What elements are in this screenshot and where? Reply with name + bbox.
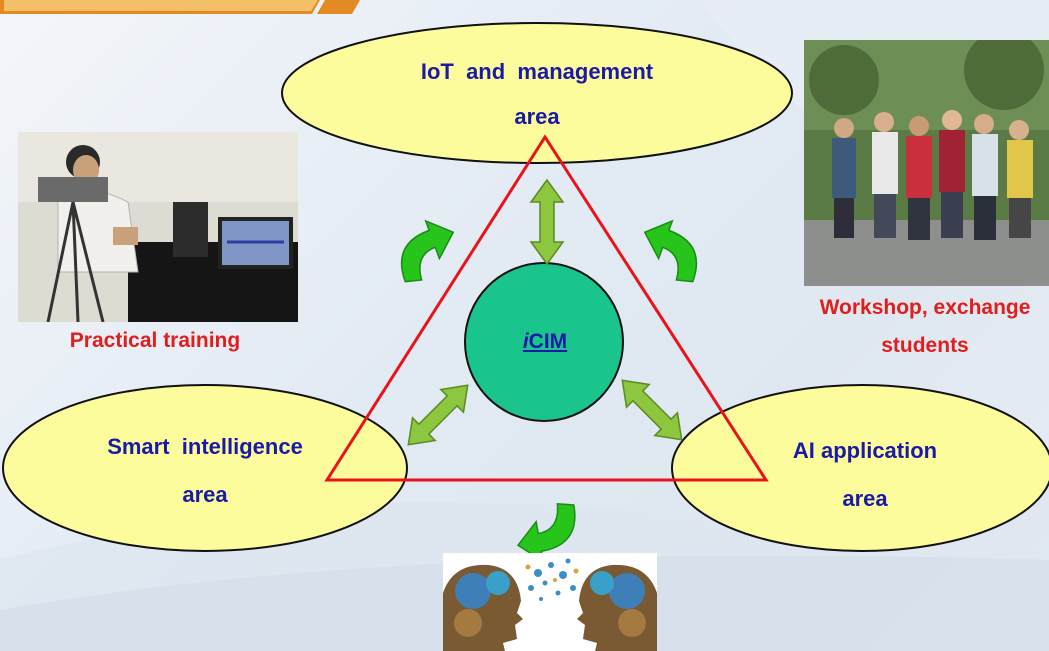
icim-link[interactable]: iCIM — [490, 330, 600, 354]
ellipse-ai-area — [671, 384, 1049, 552]
photo-practical-training — [18, 132, 298, 322]
caption-workshop-line1: Workshop, exchange — [819, 296, 1031, 319]
iot-area-label-line2: area — [514, 104, 560, 129]
icim-circle — [464, 262, 624, 422]
header-banner — [0, 0, 360, 14]
smart-area-label-line2: area — [182, 482, 228, 507]
head-gears-icon — [443, 553, 657, 651]
ai-area-label-line1: AI application — [792, 438, 938, 463]
ellipse-smart-area — [2, 384, 408, 552]
iot-area-label-line1: IoT and management — [420, 59, 654, 84]
triangle-outline — [324, 134, 769, 482]
caption-workshop-line2: students — [881, 334, 969, 357]
photo-exchange-students — [804, 40, 1049, 286]
double-arrow-icon — [530, 179, 564, 265]
icim-label: CIM — [528, 330, 568, 353]
smart-area-label-line1: Smart intelligence — [107, 434, 303, 459]
curved-arrow-icon — [387, 212, 466, 287]
icim-prefix: i — [522, 330, 529, 353]
double-arrow-icon — [396, 373, 480, 457]
ellipse-iot-area — [281, 22, 793, 164]
double-arrow-icon — [610, 368, 694, 452]
ai-area-label-line2: area — [842, 486, 888, 511]
caption-practical-training: Practical training — [69, 329, 241, 352]
curved-arrow-icon — [632, 212, 711, 287]
